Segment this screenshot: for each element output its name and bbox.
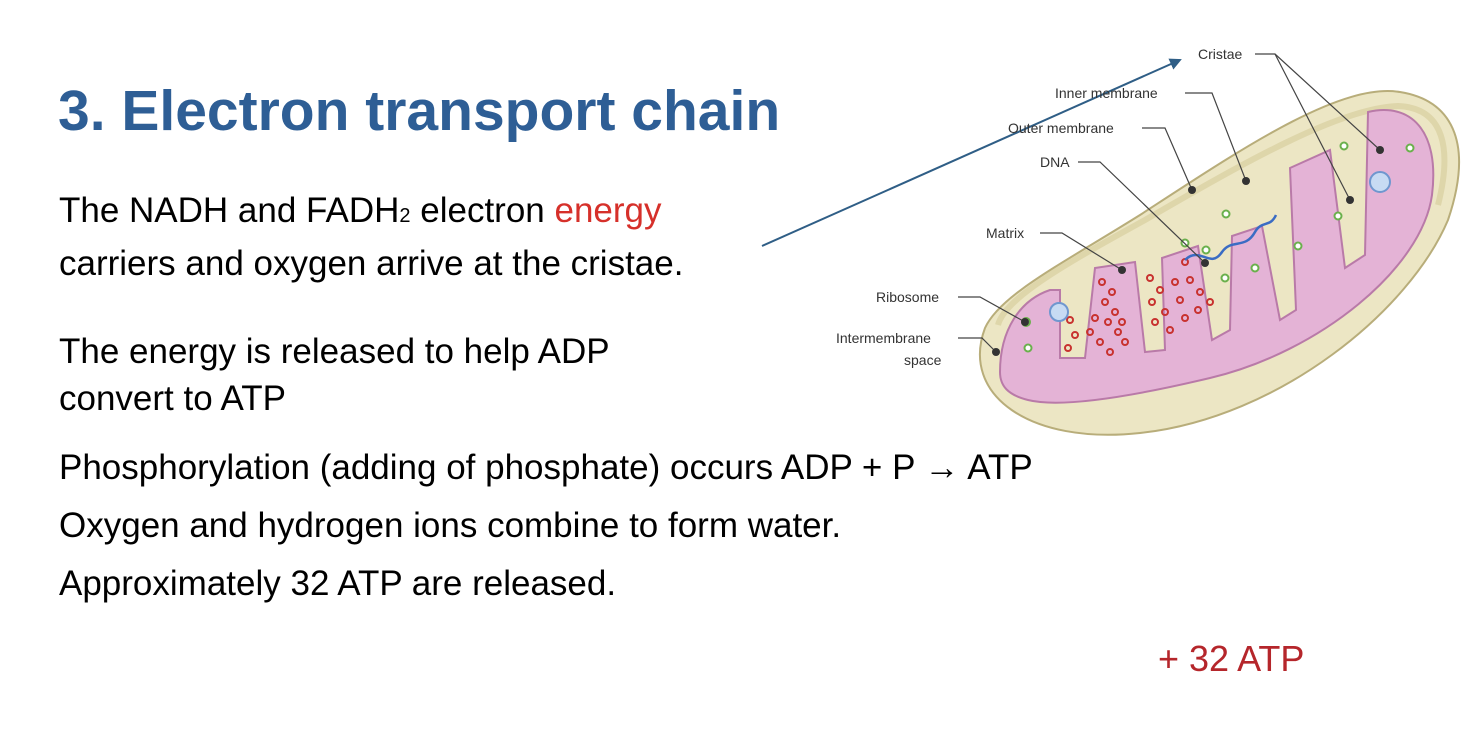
outer-membrane-rim — [995, 102, 1448, 327]
intro-line-2: carriers and oxygen arrive at the crista… — [59, 244, 684, 283]
leader-lines — [958, 53, 1381, 353]
energy-paragraph: The energy is released to help ADP conve… — [59, 328, 610, 422]
energy-highlight: energy — [554, 191, 662, 230]
label-space: space — [904, 352, 942, 368]
intro-line-1: The NADH and FADH2 electron energy — [59, 191, 662, 230]
granule-blue-2 — [1369, 171, 1391, 193]
granule-blue-1 — [1049, 302, 1069, 322]
label-outer-membrane: Outer membrane — [1008, 120, 1114, 136]
leader-dots — [992, 146, 1384, 356]
label-cristae: Cristae — [1198, 46, 1243, 62]
inner-membrane-shape — [998, 109, 1435, 404]
intro-paragraph: The NADH and FADH2 electron energy carri… — [59, 187, 683, 287]
phosphorylation-line: Phosphorylation (adding of phosphate) oc… — [59, 448, 1033, 487]
atp-count-line: Approximately 32 ATP are released. — [59, 564, 617, 603]
energy-line-2: convert to ATP — [59, 379, 286, 418]
atp-result: + 32 ATP — [1158, 638, 1305, 679]
label-matrix: Matrix — [986, 225, 1024, 241]
water-line: Oxygen and hydrogen ions combine to form… — [59, 506, 842, 545]
cristae-callout-arrow — [761, 58, 1182, 247]
label-ribosome: Ribosome — [876, 289, 939, 305]
energy-line-1: The energy is released to help ADP — [59, 332, 610, 371]
slide-title: 3. Electron transport chain — [58, 79, 781, 143]
ribosome-clusters — [1064, 258, 1214, 356]
label-intermembrane: Intermembrane — [836, 330, 931, 346]
label-inner-membrane: Inner membrane — [1055, 85, 1158, 101]
dna-strand — [1184, 214, 1278, 261]
label-dna: DNA — [1040, 154, 1070, 170]
